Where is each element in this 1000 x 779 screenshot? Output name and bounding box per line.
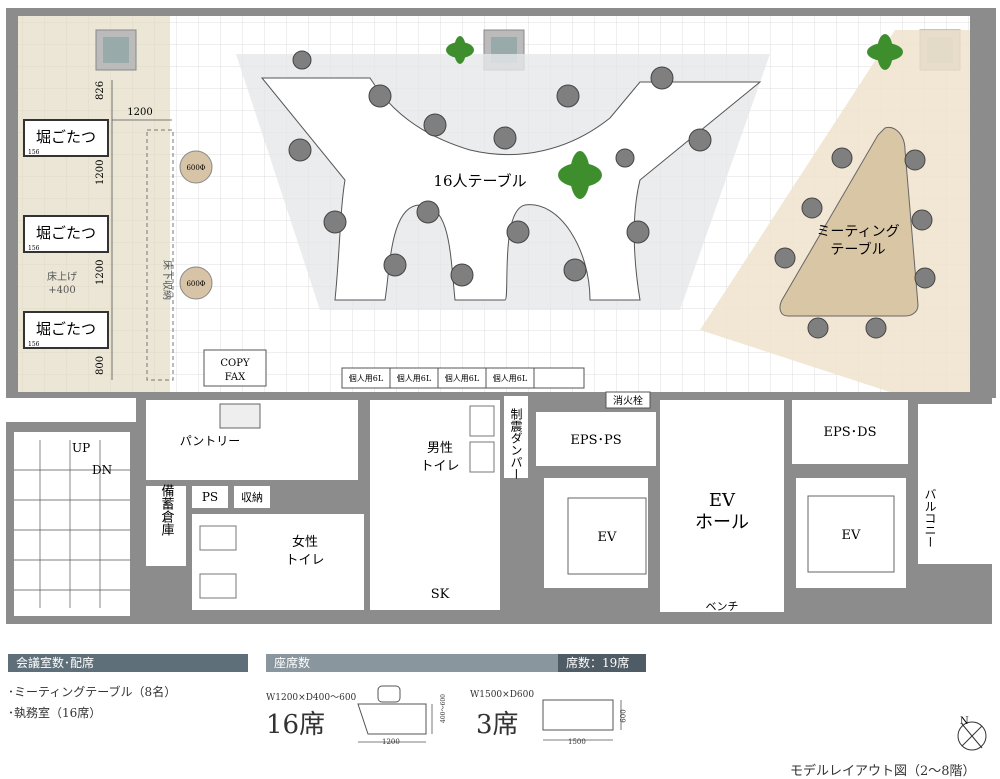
- seat-count-bar: 席数：19席: [558, 654, 646, 672]
- pantry-label: パントリー: [180, 434, 241, 448]
- legend-bar-left: 会議室数･配席: [8, 654, 248, 672]
- stairs: [14, 432, 130, 616]
- round-table-2: [179, 266, 213, 300]
- north-icon: N: [957, 716, 987, 751]
- chairs: [288, 50, 712, 287]
- female-label-1: 女性: [292, 534, 318, 550]
- ev-left-label: EV: [598, 530, 617, 545]
- desk1-count: 16席: [266, 710, 326, 740]
- floor-raise-label-1: 床上げ: [47, 270, 77, 283]
- meeting-chairs: [774, 147, 936, 339]
- ev-hall-label-2: ホール: [695, 512, 749, 533]
- lockers: [341, 367, 585, 389]
- dim-800: 800: [95, 356, 106, 375]
- legend-item-1: ･ミーティングテーブル（8名）: [8, 685, 177, 699]
- dim-156: 156: [28, 341, 40, 348]
- underfloor-storage: [146, 129, 174, 381]
- fire-hydrant: [605, 391, 651, 409]
- horigotatsu-label-1: 堀ごたつ: [36, 128, 96, 146]
- balcony: [918, 404, 992, 564]
- locker-label: 個人用6L: [445, 373, 480, 383]
- desk1-d: 400～600: [439, 694, 447, 723]
- ev-right-label: EV: [842, 528, 861, 543]
- stair-treads: [14, 440, 130, 608]
- plant-icon: [446, 34, 903, 199]
- horigotatsu-1: [23, 119, 109, 157]
- copy-label: COPY: [220, 358, 250, 369]
- storage-room: [146, 486, 186, 566]
- locker-label: 個人用6L: [349, 373, 384, 383]
- underfloor-label: 床下収納: [161, 260, 174, 300]
- horigotatsu-label-3: 堀ごたつ: [36, 320, 96, 338]
- table16-label: 16人テーブル: [433, 172, 526, 190]
- desk1-diagram: [357, 685, 433, 743]
- storage-label: 収納: [241, 491, 263, 504]
- fire-label: 消火栓: [613, 394, 643, 407]
- ev-hall: [660, 400, 784, 612]
- eps-ps: [536, 412, 656, 466]
- sk-label: SK: [431, 587, 450, 602]
- column: [103, 37, 129, 63]
- desk1-w: 1200: [382, 738, 400, 746]
- dim-1200-a: 1200: [95, 160, 106, 185]
- meeting-label-1: ミーティング: [816, 224, 899, 240]
- column: [95, 29, 137, 71]
- desk2-count: 3席: [476, 710, 519, 740]
- ps-room: [192, 486, 228, 508]
- desk2-w: 1500: [568, 738, 586, 746]
- bichiku-label: 備蓄倉庫: [159, 483, 175, 536]
- dim-156: 156: [28, 149, 40, 156]
- bench-label: ベンチ: [706, 600, 739, 613]
- stair-dn: DN: [92, 463, 112, 477]
- damper: [504, 396, 528, 478]
- floor-raise-label-2: +400: [48, 285, 75, 296]
- locker-label: 個人用6L: [493, 373, 528, 383]
- meeting-label-2: テーブル: [830, 241, 885, 258]
- locker-label: 個人用6L: [397, 373, 432, 383]
- eps-ds: [792, 400, 908, 464]
- horigotatsu-3: [23, 311, 109, 349]
- desk1-spec: W1200×D400～600: [266, 693, 357, 703]
- dim-1200-top: 1200: [127, 107, 152, 118]
- female-label-2: トイレ: [285, 553, 324, 568]
- meeting-table: [779, 126, 919, 317]
- floor-plan: 堀ごたつ 堀ごたつ 堀ごたつ 156 156 156 826 1200 1200…: [6, 8, 996, 624]
- legend-bar-mid: 座席数: [266, 654, 558, 672]
- damper-label: 制震ダンパー: [509, 408, 523, 480]
- desk2-d: 600: [619, 709, 628, 723]
- legend-item-2: ･執務室（16席）: [8, 706, 102, 720]
- round-table-1: [179, 150, 213, 184]
- round-table-1-label: 600Φ: [186, 164, 205, 172]
- copy-fax: [203, 349, 267, 387]
- dim-826: 826: [95, 81, 106, 100]
- eps-ds-label: EPS･DS: [824, 425, 877, 440]
- balcony-label: バルコニー: [923, 488, 937, 548]
- dim-156: 156: [28, 245, 40, 252]
- ps-label: PS: [202, 490, 218, 504]
- desk2-diagram: [542, 699, 622, 741]
- round-table-2-label: 600Φ: [186, 280, 205, 288]
- horigotatsu-label-2: 堀ごたつ: [36, 224, 96, 242]
- male-label-1: 男性: [427, 441, 453, 456]
- horigotatsu-2: [23, 215, 109, 253]
- north-label: N: [960, 716, 969, 727]
- storage-closet: [234, 486, 270, 508]
- fax-label: FAX: [225, 372, 246, 383]
- dim-1200-b: 1200: [95, 260, 106, 285]
- male-label-2: トイレ: [420, 459, 459, 474]
- desk2-spec: W1500×D600: [470, 690, 535, 700]
- ev-hall-label-1: EV: [709, 490, 736, 511]
- stair-up: UP: [72, 441, 90, 455]
- caption: モデルレイアウト図（2～8階）: [790, 764, 976, 779]
- eps-ps-label: EPS･PS: [570, 433, 621, 448]
